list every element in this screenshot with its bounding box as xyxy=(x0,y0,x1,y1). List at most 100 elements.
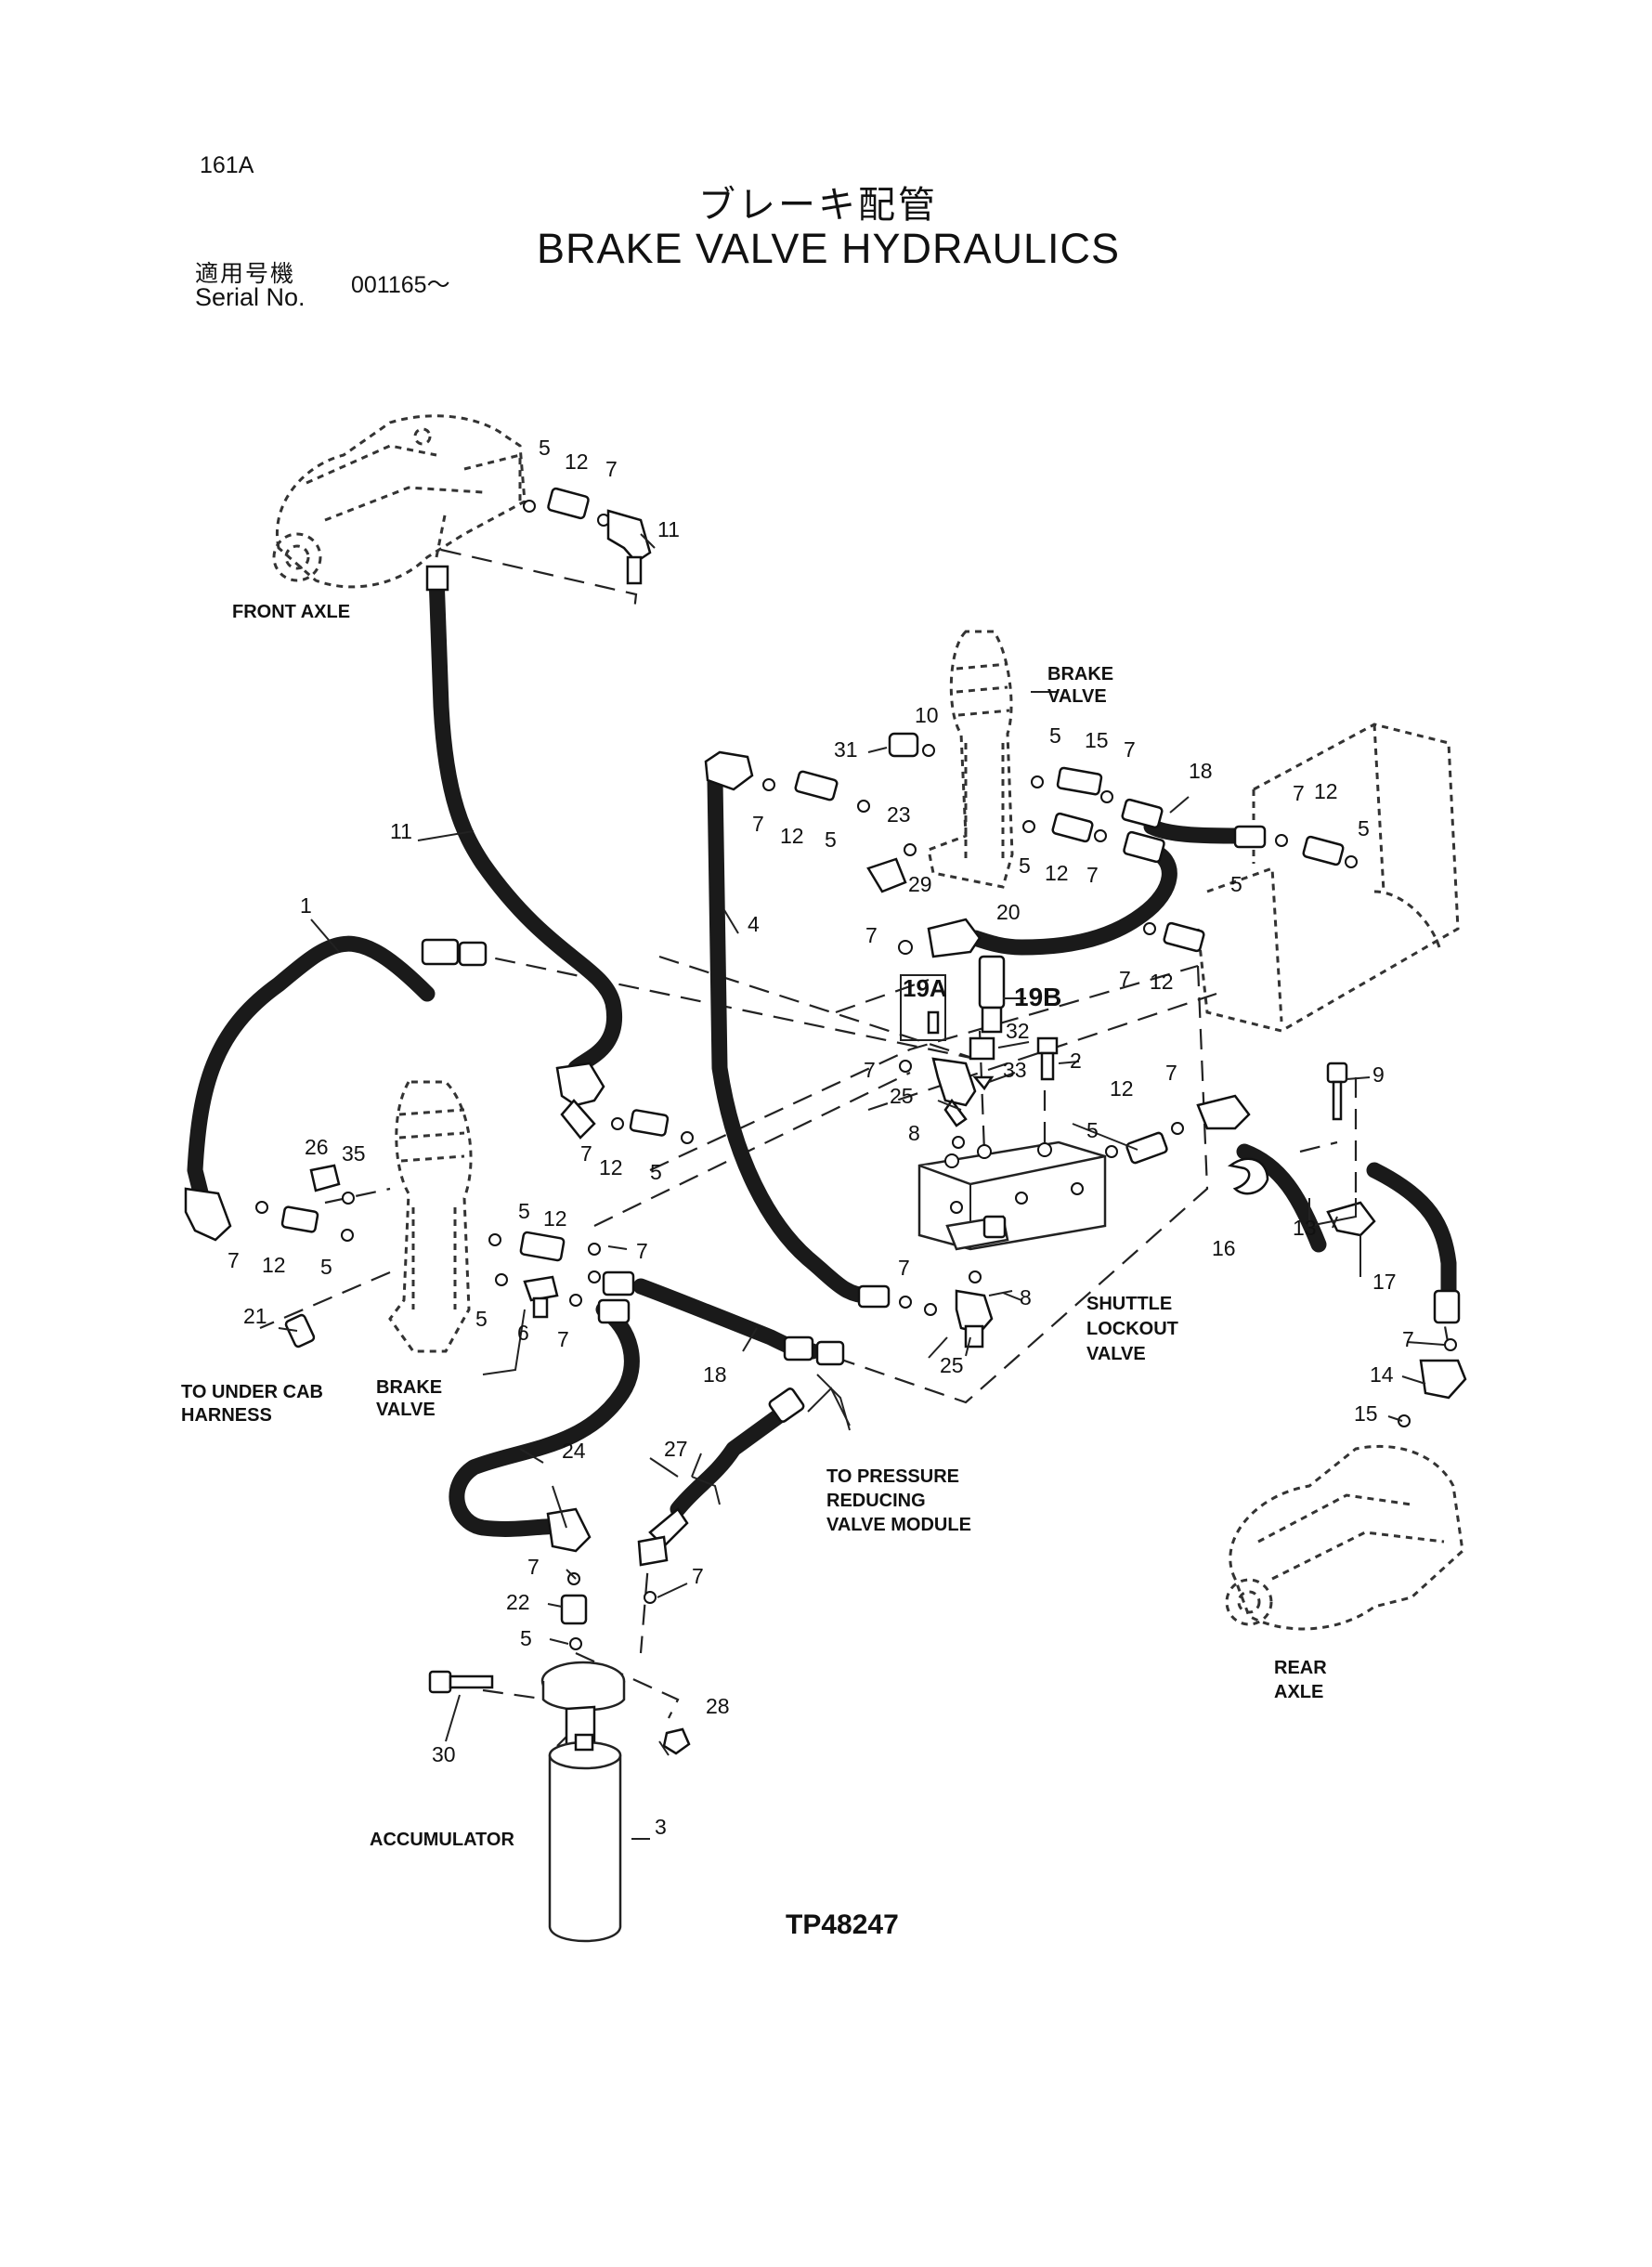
part-number: 22 xyxy=(506,1590,530,1614)
rear-axle-drawing xyxy=(1225,1444,1464,1631)
part-number: 13 xyxy=(1293,1216,1317,1240)
brake-valve-left-label: BRAKE xyxy=(376,1377,442,1398)
part-number: 5 xyxy=(518,1199,530,1223)
shuttle-lockout-valve-label: LOCKOUT xyxy=(1086,1319,1178,1339)
brake-valve-top-label: BRAKE xyxy=(1047,664,1113,684)
part-number: 5 xyxy=(1358,816,1370,840)
part-number: 5 xyxy=(1049,723,1061,748)
part-number: 12 xyxy=(1150,970,1174,994)
part-number: 6 xyxy=(517,1321,529,1345)
part-number: 25 xyxy=(940,1353,964,1377)
page-number: 161A xyxy=(200,152,254,178)
rear-axle-label: REAR xyxy=(1274,1658,1327,1678)
part-number: 12 xyxy=(599,1155,623,1179)
part-number: 29 xyxy=(908,872,932,896)
part-number: 7 xyxy=(1402,1327,1414,1351)
part-number: 7 xyxy=(527,1555,540,1579)
part-number: 7 xyxy=(557,1327,569,1351)
part-number: 21 xyxy=(243,1304,267,1328)
serial-label: Serial No. xyxy=(195,283,306,311)
part-number: 10 xyxy=(915,703,939,727)
part-number: 16 xyxy=(1212,1236,1236,1260)
part-number: 5 xyxy=(520,1626,532,1650)
to-under-cab-label: HARNESS xyxy=(181,1405,272,1426)
part-number: 7 xyxy=(228,1248,240,1272)
part-number: 7 xyxy=(580,1141,592,1166)
part-number: 3 xyxy=(655,1815,667,1839)
part-number: 25 xyxy=(890,1084,914,1108)
part-number: 12 xyxy=(1314,779,1338,803)
part-number: 5 xyxy=(539,436,551,460)
part-number: 12 xyxy=(1045,861,1069,885)
part-number: 17 xyxy=(1372,1270,1397,1294)
serial-label-japanese: 適用号機 xyxy=(195,260,296,287)
serial-value: 001165～ xyxy=(351,272,450,298)
part-number: 7 xyxy=(692,1564,704,1588)
part-number: 11 xyxy=(390,819,412,843)
brake-valve-top-drawing xyxy=(927,630,1014,889)
part-number: 7 xyxy=(1086,863,1099,887)
rear-axle-label: AXLE xyxy=(1274,1682,1323,1702)
part-number: 7 xyxy=(864,1058,876,1082)
part-number: 7 xyxy=(1124,737,1136,762)
part-number: 5 xyxy=(825,827,837,852)
shuttle-lockout-valve-label: VALVE xyxy=(1086,1344,1146,1364)
part-number: 12 xyxy=(262,1253,286,1277)
front-axle-label: FRONT AXLE xyxy=(232,602,350,622)
part-number: 12 xyxy=(565,449,589,474)
part-number: 7 xyxy=(636,1239,648,1263)
part-number: 7 xyxy=(1119,967,1131,991)
to-pressure-module-label: REDUCING xyxy=(826,1491,926,1511)
leader-lines xyxy=(278,533,1445,1840)
part-number: 18 xyxy=(1189,759,1213,783)
part-number: 11 xyxy=(657,517,680,541)
part-number: 4 xyxy=(748,912,760,936)
part-number: 18 xyxy=(703,1362,727,1387)
part-number: 8 xyxy=(1020,1285,1032,1309)
part-number: 19B xyxy=(1014,983,1061,1011)
brake-valve-top-label: VALVE xyxy=(1047,686,1107,707)
part-number: 5 xyxy=(320,1255,332,1279)
fittings xyxy=(184,487,1467,1943)
title-japanese: ブレーキ配管 xyxy=(698,184,938,227)
part-number: 7 xyxy=(752,812,764,836)
part-number: 35 xyxy=(342,1141,366,1166)
part-number: 5 xyxy=(1086,1118,1099,1142)
part-number: 27 xyxy=(664,1437,688,1461)
part-number: 7 xyxy=(605,457,618,481)
part-number: 12 xyxy=(1110,1076,1134,1101)
shuttle-lockout-valve-label: SHUTTLE xyxy=(1086,1294,1172,1314)
part-number: 24 xyxy=(562,1439,586,1463)
part-number: 7 xyxy=(1165,1061,1177,1085)
part-number: 7 xyxy=(1293,781,1305,805)
part-number: 19A xyxy=(903,974,947,1002)
part-number: 9 xyxy=(1372,1062,1385,1087)
part-number: 28 xyxy=(706,1694,730,1718)
part-number: 33 xyxy=(1003,1058,1027,1082)
part-number: 5 xyxy=(1230,872,1242,896)
part-number: 23 xyxy=(887,802,911,827)
part-number: 5 xyxy=(1019,853,1031,878)
part-number: 7 xyxy=(898,1256,910,1280)
to-under-cab-label: TO UNDER CAB xyxy=(181,1382,323,1402)
part-number: 5 xyxy=(650,1160,662,1184)
part-number: 2 xyxy=(1070,1049,1082,1073)
part-number-callouts: 5 12 7 11 11 1 4 10 31 23 29 7 12 5 5 15… xyxy=(228,436,1414,1839)
part-number: 20 xyxy=(996,900,1021,924)
part-number: 14 xyxy=(1370,1362,1394,1387)
brake-valve-left-drawing xyxy=(388,1080,473,1353)
part-number: 8 xyxy=(908,1121,920,1145)
part-number: 15 xyxy=(1085,728,1109,752)
accumulator-label: ACCUMULATOR xyxy=(370,1830,514,1850)
component-labels: FRONT AXLE BRAKE VALVE BRAKE VALVE TO UN… xyxy=(181,602,1327,1850)
page-title: BRAKE VALVE HYDRAULICS xyxy=(537,225,1121,272)
part-number: 12 xyxy=(543,1206,567,1231)
to-pressure-module-label: VALVE MODULE xyxy=(826,1515,971,1535)
part-number: 5 xyxy=(475,1307,488,1331)
part-number: 1 xyxy=(300,893,312,918)
part-number: 26 xyxy=(305,1135,329,1159)
part-number: 7 xyxy=(865,923,878,947)
part-number: 12 xyxy=(780,824,804,848)
part-number: 32 xyxy=(1006,1019,1030,1043)
